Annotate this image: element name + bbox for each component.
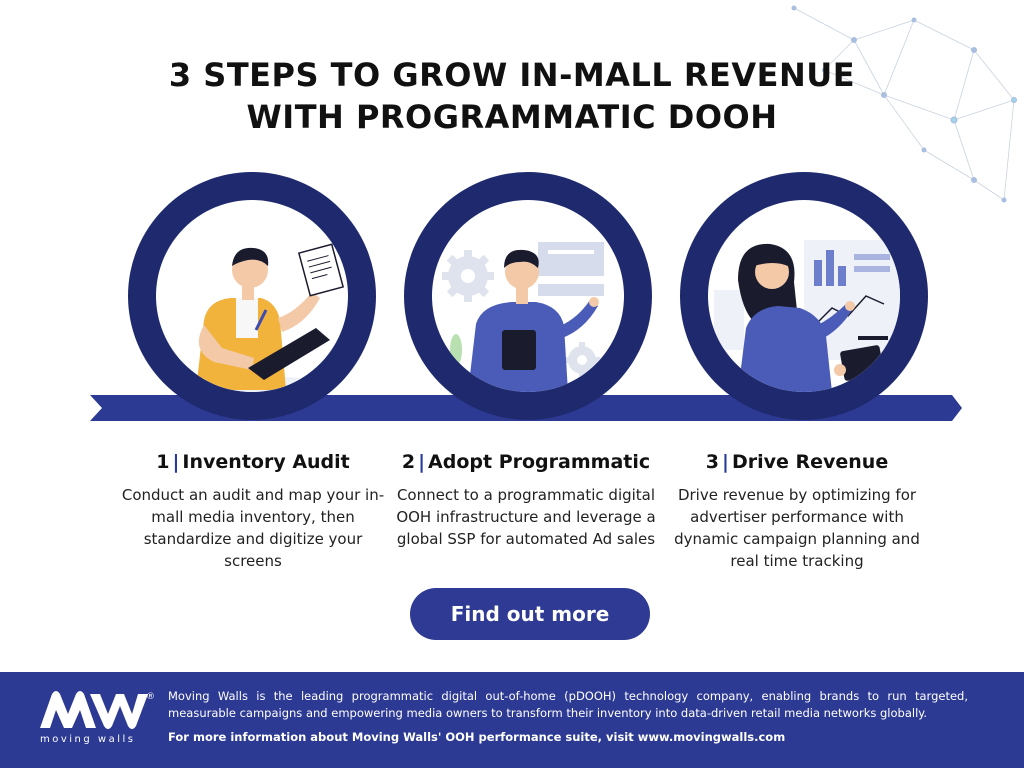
adopt-programmatic-illustration [442,242,604,392]
drive-revenue-illustration [714,240,900,392]
document-icon [297,243,345,297]
network-decoration [791,5,1017,203]
moving-walls-logo-mark [40,691,148,729]
step-2-separator: | [418,451,426,473]
step-3: 3|Drive Revenue Drive revenue by optimiz… [662,450,932,572]
moving-walls-logo: ® moving walls [38,690,158,752]
step-2: 2|Adopt Programmatic Connect to a progra… [391,450,661,550]
step-2-heading: 2|Adopt Programmatic [391,450,661,474]
gear-icon [442,250,494,302]
find-out-more-button[interactable]: Find out more [410,588,650,640]
step-3-title: Drive Revenue [731,451,889,473]
footer: ® moving walls Moving Walls is the leadi… [0,672,1024,768]
step-3-illustration [680,172,928,420]
step-3-heading: 3|Drive Revenue [662,450,932,474]
title-line-1: 3 STEPS TO GROW IN-MALL REVENUE [168,56,856,94]
page-title: 3 STEPS TO GROW IN-MALL REVENUE WITH PRO… [0,54,1024,138]
step-2-description: Connect to a programmatic digital OOH in… [396,486,656,548]
step-3-number: 3 [705,451,719,473]
title-line-2: WITH PROGRAMMATIC DOOH [246,98,778,136]
step-2-title: Adopt Programmatic [428,451,651,473]
step-1-number: 1 [156,451,170,473]
tablet-icon [502,330,536,370]
more-info-text[interactable]: For more information about Moving Walls'… [168,730,786,744]
step-2-illustration [404,172,652,420]
company-description: Moving Walls is the leading programmatic… [168,689,968,720]
registered-mark: ® [146,692,155,702]
step-1-separator: | [172,451,180,473]
step-3-description: Drive revenue by optimizing for advertis… [674,486,920,570]
step-1-description: Conduct an audit and map your in-mall me… [121,486,385,570]
step-1-title: Inventory Audit [182,451,350,473]
inventory-audit-illustration [172,243,345,392]
step-2-number: 2 [401,451,416,473]
step-1: 1|Inventory Audit Conduct an audit and m… [118,450,388,572]
step-1-illustration [128,172,376,420]
logo-wordmark: moving walls [40,734,136,745]
step-3-separator: | [722,451,729,473]
step-1-heading: 1|Inventory Audit [118,450,388,474]
